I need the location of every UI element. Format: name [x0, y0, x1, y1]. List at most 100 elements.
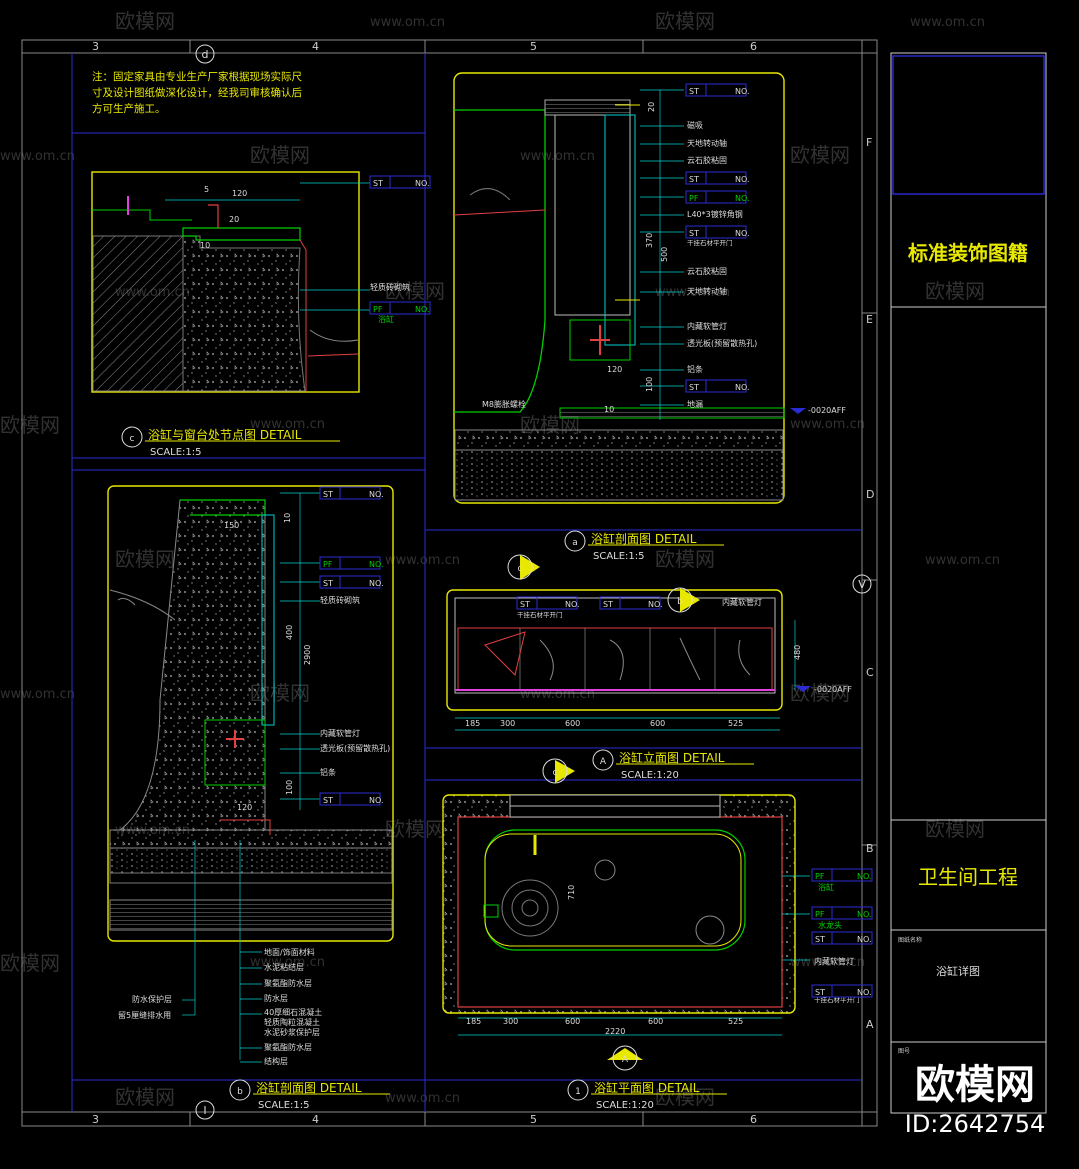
wm-brand: 欧模网	[655, 1085, 715, 1109]
detail-c-drawing	[91, 171, 370, 393]
wm-brand: 欧模网	[115, 547, 175, 571]
detail-title: 浴缸与窗台处节点图 DETAIL	[148, 427, 302, 442]
wm-brand: 欧模网	[115, 9, 175, 33]
dim-text: 100	[645, 377, 654, 392]
layer-label: 聚氨酯防水层	[264, 978, 312, 988]
callout-label: 透光板(预留散热孔)	[320, 743, 390, 753]
title-block	[890, 52, 1047, 1114]
callout-label: 云石胶粘固	[687, 155, 727, 165]
tag-no: NO.	[415, 179, 430, 188]
tag-code: ST	[689, 87, 699, 96]
wm-url: www.om.cn	[0, 149, 75, 164]
callout-label: 浴缸	[818, 882, 834, 892]
dim-text: 2220	[605, 1027, 625, 1036]
detail-marker: c	[130, 434, 135, 444]
wm-brand: 欧模网	[655, 9, 715, 33]
layer-label: 水泥粘结层	[264, 962, 304, 972]
callout-label: 干挂石材平开门	[517, 610, 563, 619]
detail-marker: A	[600, 757, 607, 767]
callout-label: M8膨胀螺栓	[482, 399, 526, 409]
layer-label: 40厚细石混凝土	[264, 1007, 322, 1017]
dim-text: 600	[565, 1017, 580, 1026]
layer-label: 地面/饰面材料	[264, 947, 315, 957]
wm-url: www.om.cn	[790, 955, 865, 970]
callout-label: 透光板(预留散热孔)	[687, 338, 757, 348]
grid-col-label: 4	[312, 1113, 319, 1126]
detail-scale: SCALE:1:5	[150, 447, 202, 458]
dim-text: 480	[793, 645, 802, 660]
tag-code: ST	[323, 579, 333, 588]
grid-row-label: D	[866, 488, 874, 501]
tag-code: ST	[689, 175, 699, 184]
callout-label: 防水保护层	[132, 994, 172, 1004]
level-label: -0020AFF	[808, 406, 846, 415]
dim-text: 10	[604, 405, 614, 414]
tag-code: PF	[373, 305, 383, 314]
elevation-drawing	[446, 554, 811, 731]
callout-label: 天地转动轴	[687, 138, 727, 148]
wm-brand: 欧模网	[385, 279, 445, 303]
level-label: -0020AFF	[814, 685, 852, 694]
tag-code: PF	[323, 560, 333, 569]
grid-marker-top: d	[202, 48, 209, 61]
detail-marker: b	[237, 1087, 243, 1097]
note-line: 注：固定家具由专业生产厂家根据现场实际尺	[92, 70, 302, 83]
callout-label: 磁吸	[687, 120, 703, 130]
tag-no: NO.	[369, 560, 384, 569]
grid-row-label: C	[866, 666, 874, 679]
callout-label: 内藏软管灯	[687, 321, 727, 331]
layer-label: 防水层	[264, 993, 288, 1003]
wm-brand: 欧模网	[0, 951, 60, 975]
section-marker: A	[622, 1055, 629, 1065]
tag-no: NO.	[857, 910, 872, 919]
callout-label: 地漏	[687, 399, 703, 409]
grid-col-label: 4	[312, 40, 319, 53]
dim-text: 525	[728, 719, 743, 728]
tag-code: ST	[815, 988, 825, 997]
dim-text: 20	[647, 102, 656, 112]
detail-title: 浴缸剖面图 DETAIL	[591, 531, 697, 546]
callout-label: 干挂石材平开门	[687, 238, 733, 247]
callout-label: 铝条	[687, 364, 703, 374]
tag-group	[811, 868, 873, 998]
detail-title: 浴缸立面图 DETAIL	[619, 750, 725, 765]
tag-code: ST	[689, 383, 699, 392]
wm-brand: 欧模网	[115, 1085, 175, 1109]
drawing-name: 浴缸详图	[936, 964, 980, 978]
dim-text: 150	[224, 521, 239, 530]
brand-logo: 欧模网	[915, 1062, 1035, 1108]
callout-label: 浴缸	[378, 314, 394, 324]
tag-code: PF	[815, 872, 825, 881]
section-marker: b	[677, 597, 683, 607]
tag-no: NO.	[565, 600, 580, 609]
tag-code: ST	[323, 490, 333, 499]
layer-label: 结构层	[264, 1056, 288, 1066]
detail-scale: SCALE:1:5	[258, 1100, 310, 1111]
callout-label: 内藏软管灯	[320, 728, 360, 738]
dim-text: 600	[565, 719, 580, 728]
dim-text: 300	[500, 719, 515, 728]
grid-labels: 3 4 5 6 3 4 5 6 F E D C B A	[92, 40, 874, 1126]
wm-brand: 欧模网	[925, 817, 985, 841]
wm-url: www.om.cn	[910, 15, 985, 30]
tag-group	[369, 175, 431, 315]
tag-code: ST	[373, 179, 383, 188]
tag-group	[685, 83, 747, 393]
detail-marker: a	[572, 538, 578, 548]
wm-url: www.om.cn	[925, 553, 1000, 568]
detail-scale: SCALE:1:20	[621, 770, 679, 781]
wm-url: www.om.cn	[250, 417, 325, 432]
tag-no: NO.	[648, 600, 663, 609]
dim-text: 100	[285, 780, 294, 795]
section-marker: c	[553, 768, 558, 778]
grid-markers	[195, 44, 872, 1120]
tag-code: ST	[520, 600, 530, 609]
dim-text: 185	[466, 1017, 481, 1026]
tag-group	[516, 596, 661, 610]
detail-title: 浴缸平面图 DETAIL	[594, 1080, 700, 1095]
detail-b-drawing	[107, 485, 394, 1063]
callout-label: 干挂石材平开门	[814, 995, 860, 1004]
general-note: 注：固定家具由专业生产厂家根据现场实际尺 寸及设计图纸做深化设计，经我司审核确认…	[92, 70, 302, 115]
wm-url: www.om.cn	[0, 687, 75, 702]
grid-row-label: E	[866, 313, 873, 326]
